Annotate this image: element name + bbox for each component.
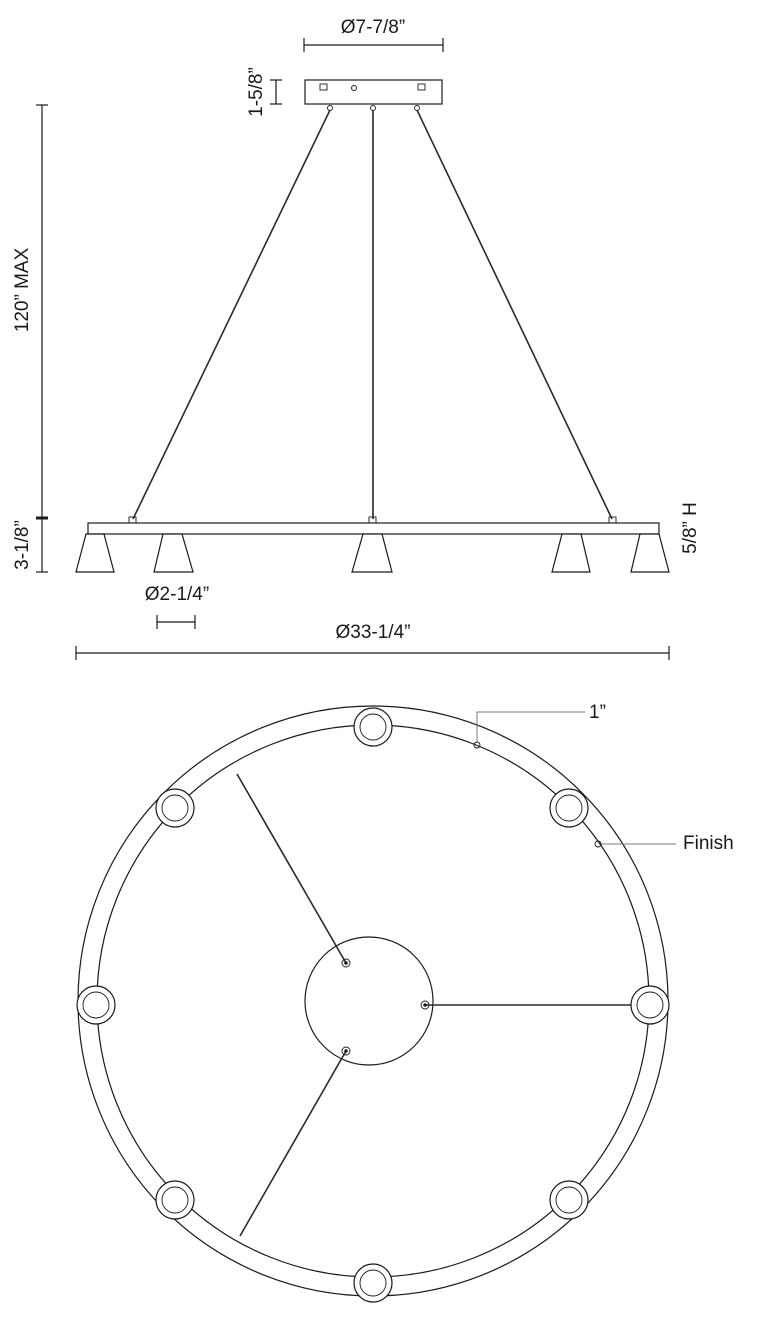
fixture-height-dimension: 3-1/8” [12, 516, 48, 573]
lamp-head-left [76, 985, 116, 1025]
ring-side-profile [87, 522, 660, 535]
canopy-plan [304, 936, 434, 1066]
canopy-diameter-dimension: Ø7-7/8” [303, 17, 444, 52]
overall-diameter-label: Ø33-1/4” [336, 622, 411, 643]
shade-diameter-dimension: Ø2-1/4” [145, 584, 209, 629]
shade-3 [351, 533, 393, 573]
plan-view: 1” Finish [76, 702, 734, 1303]
elevation-view: Ø7-7/8” 1-5/8” [12, 17, 701, 660]
lamp-head-bottom-right [549, 1180, 589, 1220]
overall-diameter-dimension: Ø33-1/4” [75, 622, 670, 660]
lamp-head-bottom [353, 1263, 393, 1303]
canopy-height-dimension: 1-5/8” [246, 67, 282, 117]
shade-1 [75, 533, 115, 573]
overall-height-dimension: 120” MAX [12, 104, 48, 518]
lamp-head-top [353, 707, 393, 747]
overall-height-label: 120” MAX [12, 247, 33, 332]
fixture-height-label: 3-1/8” [12, 520, 33, 570]
ring-width-label: 1” [589, 702, 606, 723]
finish-callout: Finish [594, 833, 734, 854]
canopy-diameter-label: Ø7-7/8” [341, 17, 405, 38]
shade-2 [153, 533, 194, 573]
shade-5 [630, 533, 670, 573]
canopy-height-label: 1-5/8” [246, 67, 267, 117]
finish-label: Finish [683, 833, 734, 854]
lamp-head-bottom-left [155, 1180, 195, 1220]
lamp-head-top-left [155, 788, 195, 828]
canopy [304, 79, 443, 111]
ring-width-callout: 1” [473, 702, 606, 749]
ring-profile-dimension: 5/8” H [680, 502, 701, 554]
shade-diameter-label: Ø2-1/4” [145, 584, 209, 605]
lamp-heads [76, 707, 670, 1303]
shade-4 [551, 533, 591, 573]
suspension-cables [128, 109, 617, 524]
lamp-head-right [630, 985, 670, 1025]
plan-cables [236, 773, 631, 1237]
pendant-shades [75, 533, 670, 573]
lamp-head-top-right [549, 788, 589, 828]
ring-profile-label: 5/8” H [680, 502, 701, 554]
